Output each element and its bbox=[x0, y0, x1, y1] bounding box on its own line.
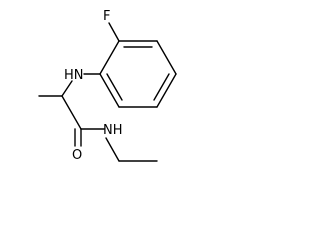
ring-double-bond-b bbox=[153, 73, 170, 101]
amine-nh-label: HN bbox=[64, 68, 84, 83]
calpha-nh-bond bbox=[61, 80, 73, 97]
amide-nh-label: NH bbox=[103, 123, 123, 138]
molecule-structure: F HN NH O bbox=[38, 9, 177, 163]
ring-double-bond-c bbox=[106, 73, 123, 101]
calpha-carbonyl-bond bbox=[61, 95, 82, 130]
c-f-bond bbox=[108, 22, 120, 42]
amide-ethyl-bond bbox=[105, 137, 120, 162]
fluorine-label: F bbox=[103, 9, 110, 24]
carbonyl-oxygen-label: O bbox=[72, 148, 82, 163]
ring-bond-3 bbox=[156, 40, 177, 75]
ring-bond-4 bbox=[156, 73, 177, 108]
ring-bond-1 bbox=[99, 40, 120, 75]
benzene-ring bbox=[99, 40, 177, 108]
ring-bond-6 bbox=[99, 73, 120, 108]
